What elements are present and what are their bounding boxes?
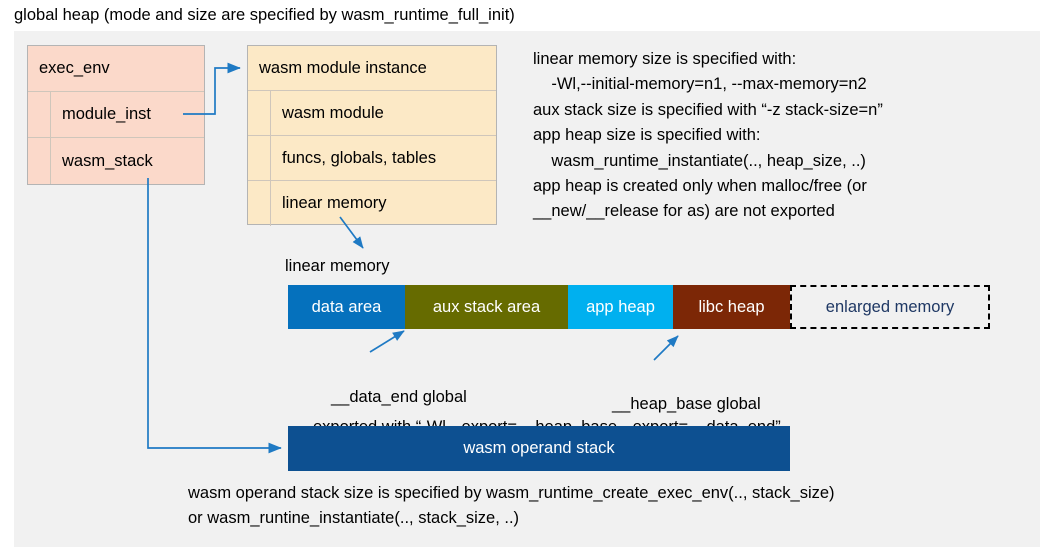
indent-spacer: [248, 91, 271, 135]
memory-segment-enlarged-memory: enlarged memory: [790, 285, 990, 329]
memory-segment-label: aux stack area: [432, 297, 541, 316]
memory-segment-aux-stack-area: aux stack area: [405, 285, 568, 329]
annotation-heap-base: __heap_base global: [612, 395, 761, 413]
wasm-operand-stack-label: wasm operand stack: [463, 439, 615, 457]
exec-env-field-module-inst: module_inst: [28, 92, 204, 138]
exec-env-box: exec_env module_inst wasm_stack: [27, 45, 205, 185]
indent-spacer: [28, 92, 51, 137]
module-instance-field-label: wasm module: [282, 103, 384, 122]
wasm-operand-stack-box: wasm operand stack: [288, 426, 790, 471]
module-instance-field-linear-memory: linear memory: [248, 181, 496, 226]
exec-env-field-wasm-stack: wasm_stack: [28, 138, 204, 184]
memory-segment-label: enlarged memory: [825, 297, 955, 316]
memory-segment-label: libc heap: [698, 297, 765, 316]
annotation-data-end: __data_end global: [331, 388, 467, 406]
operand-stack-note: wasm operand stack size is specified by …: [188, 484, 835, 528]
wasm-module-instance-box: wasm module instance wasm module funcs, …: [247, 45, 497, 226]
memory-segment-app-heap: app heap: [568, 285, 673, 329]
linear-memory-bar-label: linear memory: [285, 257, 390, 275]
memory-segment-label: app heap: [586, 297, 655, 316]
memory-segment-label: data area: [311, 297, 382, 316]
exec-env-field-label: module_inst: [62, 105, 151, 123]
memory-segment-data-area: data area: [288, 285, 405, 329]
diagram-canvas: exec_env module_inst wasm_stack wasm mod…: [14, 31, 1040, 547]
indent-spacer: [28, 138, 51, 184]
exec-env-header-label: exec_env: [39, 59, 110, 77]
page-title: global heap (mode and size are specified…: [14, 6, 515, 24]
memory-segment-libc-heap: libc heap: [673, 285, 790, 329]
module-instance-field-label: linear memory: [282, 194, 387, 212]
exec-env-header-row: exec_env: [28, 46, 204, 92]
module-instance-field-funcs-globals-tables: funcs, globals, tables: [248, 136, 496, 181]
module-instance-field-label: funcs, globals, tables: [282, 148, 437, 167]
indent-spacer: [248, 136, 271, 180]
module-instance-header-label: wasm module instance: [259, 58, 427, 77]
module-instance-field-wasm-module: wasm module: [248, 91, 496, 136]
linear-memory-bar: data area aux stack area app heap libc h…: [288, 285, 990, 329]
exec-env-field-label: wasm_stack: [62, 151, 153, 170]
module-instance-header-row: wasm module instance: [248, 46, 496, 91]
linear-memory-note: linear memory size is specified with: -W…: [533, 50, 883, 221]
indent-spacer: [248, 181, 271, 226]
